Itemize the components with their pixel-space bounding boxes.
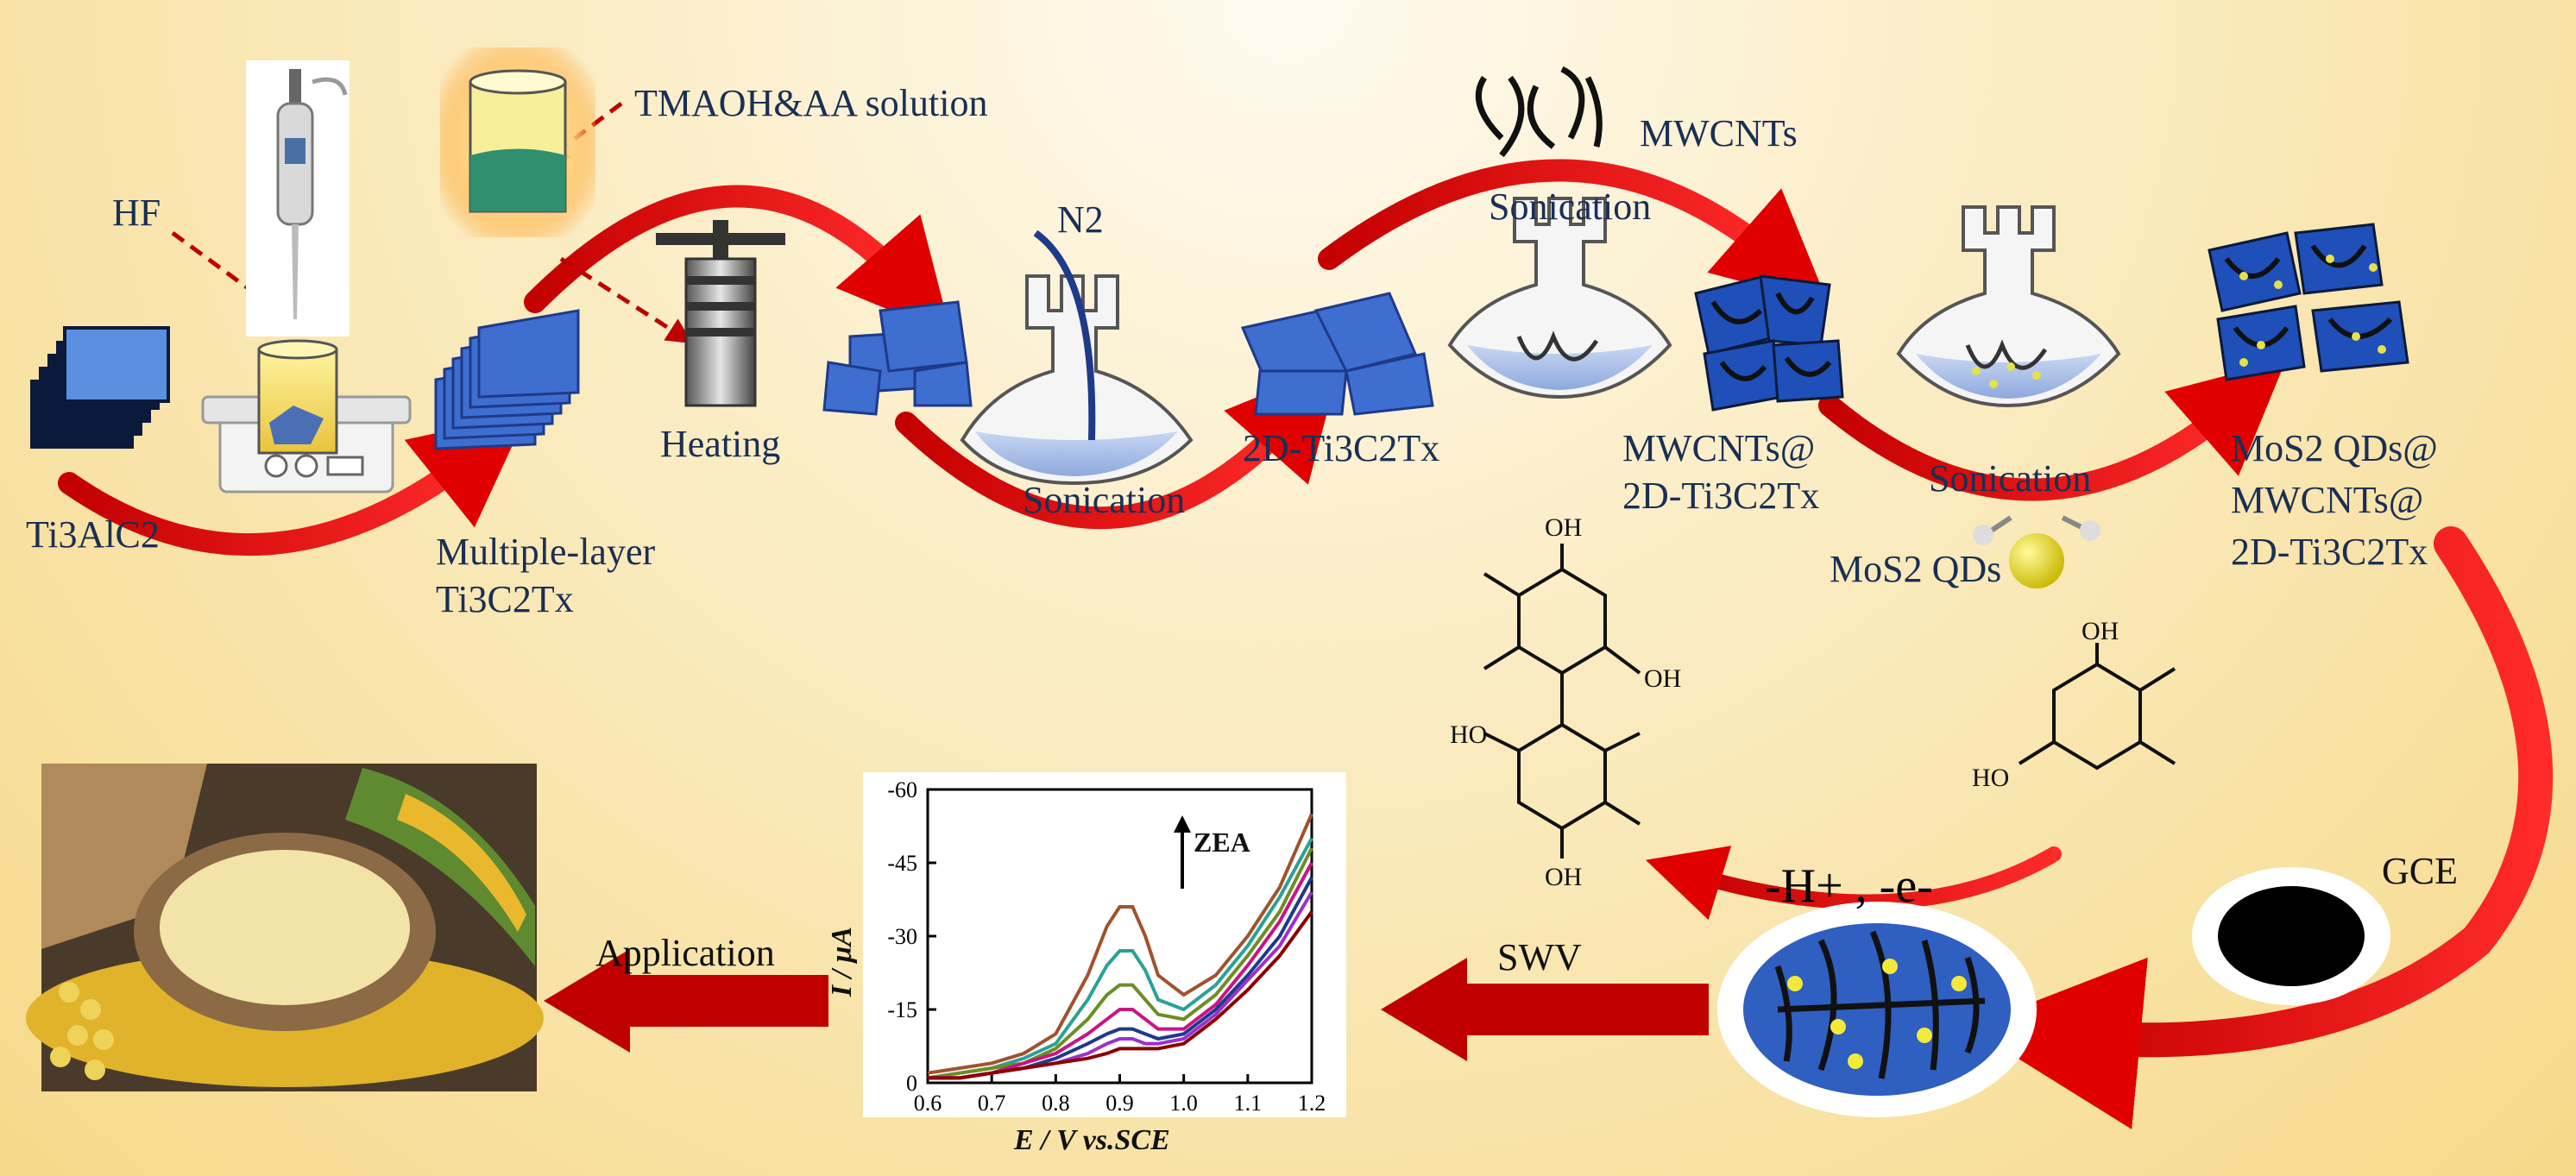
label-ho-6: HO bbox=[1972, 764, 2010, 792]
label-tmaoh: TMAOH&AA solution bbox=[634, 82, 988, 124]
arrow-upper-1 bbox=[524, 185, 952, 336]
arrow-reaction bbox=[1645, 846, 2062, 921]
label-sonication-3: Sonication bbox=[1929, 457, 2092, 500]
flask-mos2 bbox=[1896, 205, 2121, 408]
stirrer-with-beaker bbox=[201, 339, 412, 494]
arrow-application bbox=[544, 949, 828, 1053]
arrow-right-down bbox=[1968, 526, 2554, 1129]
x-tick-label: 0.9 bbox=[1105, 1091, 1134, 1116]
block-arrows bbox=[544, 949, 1709, 1061]
label-mwcnts-at-line2: 2D-Ti3C2Tx bbox=[1622, 475, 1820, 517]
x-tick-label: 1.0 bbox=[1169, 1091, 1198, 1116]
label-gce: GCE bbox=[2382, 850, 2458, 892]
arrow-lower-2 bbox=[895, 363, 1340, 530]
label-multilayer-line1: Multiple-layer bbox=[436, 531, 656, 573]
2d-ti3c2tx-sheets bbox=[1240, 292, 1434, 416]
x-tick-label: 0.6 bbox=[914, 1091, 942, 1116]
flask-n2 bbox=[960, 230, 1194, 486]
gce-electrode bbox=[2192, 867, 2390, 1005]
label-reaction: -H+ , -e- bbox=[1765, 859, 1933, 913]
label-sonication-2: Sonication bbox=[1489, 186, 1652, 228]
x-tick-label: 0.8 bbox=[1042, 1091, 1070, 1116]
corn-photo bbox=[26, 764, 544, 1091]
label-composite-line1: MoS2 QDs@ bbox=[2231, 427, 2438, 469]
chart-background bbox=[863, 772, 1346, 1117]
process-arrows bbox=[58, 159, 2554, 1129]
arrow-lower-3 bbox=[1818, 360, 2286, 501]
label-2d-ti3c2tx: 2D-Ti3C2Tx bbox=[1243, 427, 1440, 469]
pipette-icon bbox=[246, 60, 350, 336]
arrow-swv bbox=[1381, 958, 1709, 1061]
mos2-composite-sheets bbox=[2208, 223, 2409, 381]
x-tick-label: 0.7 bbox=[978, 1091, 1006, 1116]
label-mos2-qds: MoS2 QDs bbox=[1830, 548, 2002, 590]
label-mwcnts: MWCNTs bbox=[1640, 112, 1798, 154]
series-line-7 bbox=[928, 910, 1313, 1080]
label-sonication-1: Sonication bbox=[1023, 479, 1186, 521]
label-ho-3: HO bbox=[1450, 720, 1488, 749]
chart-xlabel: E / V vs.SCE bbox=[1014, 1124, 1170, 1156]
label-mwcnts-at-line1: MWCNTs@ bbox=[1622, 427, 1816, 469]
multilayer-sheets bbox=[434, 309, 580, 450]
modified-electrode bbox=[1717, 902, 2037, 1117]
y-tick-label: -60 bbox=[887, 777, 917, 802]
flask-mwcnts bbox=[1447, 197, 1672, 399]
mwcnts-at-2d-sheets bbox=[1694, 274, 1844, 412]
label-swv: SWV bbox=[1497, 936, 1582, 978]
zea-arrow-head bbox=[1174, 815, 1191, 833]
series-line-2 bbox=[927, 837, 1313, 1080]
label-composite-line3: 2D-Ti3C2Tx bbox=[2231, 531, 2428, 573]
y-tick-label: -30 bbox=[887, 924, 917, 949]
y-tick-label: -45 bbox=[887, 851, 917, 876]
label-hf: HF bbox=[112, 192, 161, 234]
label-oh-1: OH bbox=[1545, 513, 1583, 542]
x-tick-label: 1.2 bbox=[1298, 1091, 1326, 1116]
label-heating: Heating bbox=[660, 423, 781, 465]
mos2-qd-icon bbox=[1973, 515, 2100, 588]
y-tick-label: -15 bbox=[887, 997, 917, 1022]
label-ti3alc2: Ti3AlC2 bbox=[26, 513, 160, 556]
arrow-upper-2 bbox=[1318, 159, 1829, 305]
swv-chart: 0.6 0.7 0.8 0.9 1.0 1.1 1.2 -60 -45 -30 -15 0 bbox=[863, 772, 1346, 1117]
series-line-4 bbox=[928, 862, 1313, 1080]
chart-annotation-zea: ZEA bbox=[1194, 827, 1250, 858]
label-oh-5: OH bbox=[2082, 617, 2119, 645]
label-oh-4: OH bbox=[1545, 863, 1583, 891]
label-n2: N2 bbox=[1057, 198, 1104, 241]
chart-ylabel: I / μA bbox=[826, 926, 859, 997]
ti3alc2-stack bbox=[30, 326, 170, 449]
mwcnts-icon bbox=[1475, 66, 1603, 158]
delaminated-sheets bbox=[822, 300, 973, 416]
autoclave-icon bbox=[656, 220, 785, 407]
label-composite-line2: MWCNTs@ bbox=[2231, 479, 2424, 521]
monomer-structure bbox=[2018, 643, 2176, 770]
arrow-lower-1 bbox=[58, 413, 527, 557]
series-line-3 bbox=[927, 847, 1313, 1080]
y-tick-label: 0 bbox=[906, 1071, 917, 1096]
x-tick-label: 1.1 bbox=[1234, 1091, 1263, 1116]
series-line-1 bbox=[927, 813, 1313, 1075]
tmaoh-vial bbox=[440, 47, 595, 237]
label-oh-2: OH bbox=[1644, 664, 1682, 693]
label-multilayer-line2: Ti3C2Tx bbox=[436, 578, 574, 620]
label-application: Application bbox=[595, 932, 775, 974]
dimer-structure bbox=[1483, 544, 1641, 858]
